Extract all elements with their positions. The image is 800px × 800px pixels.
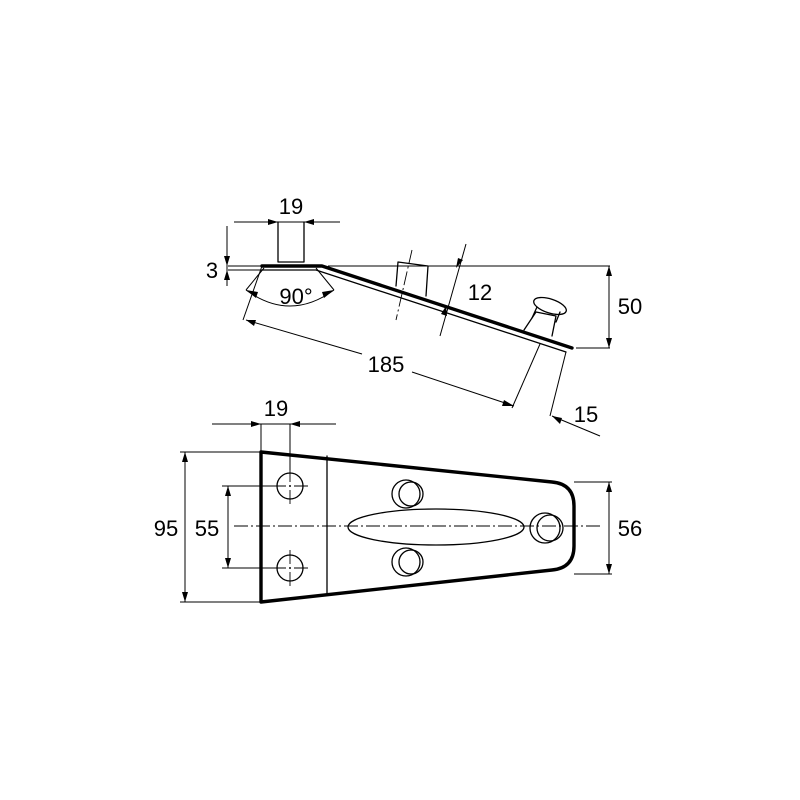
knob-top <box>529 512 564 544</box>
stud-top <box>391 479 424 509</box>
dim-label: 50 <box>618 294 642 319</box>
dim-label: 15 <box>574 402 598 427</box>
dim-overall-width: 95 <box>154 451 261 603</box>
dim-thickness: 3 <box>206 226 230 286</box>
top-view: 19 95 55 56 <box>154 396 642 604</box>
dim-angle: 90° <box>245 267 335 309</box>
dim-label: 55 <box>195 516 219 541</box>
dim-width-top: 19 <box>234 194 340 225</box>
ext-line <box>511 343 541 409</box>
dim-length: 185 <box>245 319 515 407</box>
bolt-stud <box>395 261 429 297</box>
ext-line <box>549 351 567 417</box>
dim-label: 90° <box>279 284 312 309</box>
side-plate-outline <box>260 264 574 350</box>
dim-hole-offset: 12 <box>441 258 492 316</box>
countersink-top <box>277 221 305 263</box>
dim-label: 185 <box>368 352 405 377</box>
knob <box>523 296 567 337</box>
dim-label: 3 <box>206 258 218 283</box>
dim-height: 50 <box>606 266 642 348</box>
dim-label: 56 <box>618 516 642 541</box>
plate-outline <box>259 450 576 604</box>
dim-label: 12 <box>468 280 492 305</box>
bolt-centerline <box>395 249 413 321</box>
dim-hole-spacing-width: 19 <box>212 396 336 470</box>
dim-label: 19 <box>279 194 303 219</box>
slot <box>347 508 525 546</box>
side-plate-underside <box>261 269 567 353</box>
stud-bottom <box>391 547 424 577</box>
side-view: 19 3 90° 12 50 <box>206 194 642 437</box>
dim-end-offset: 15 <box>551 402 601 437</box>
dim-label: 19 <box>264 396 288 421</box>
dim-hole-spacing: 55 <box>195 485 276 569</box>
dim-end-width: 56 <box>574 481 642 575</box>
countersunk-hole-bottom <box>272 550 308 586</box>
countersunk-hole-top <box>272 468 308 504</box>
dim-label: 95 <box>154 516 178 541</box>
ext-line <box>439 243 467 337</box>
